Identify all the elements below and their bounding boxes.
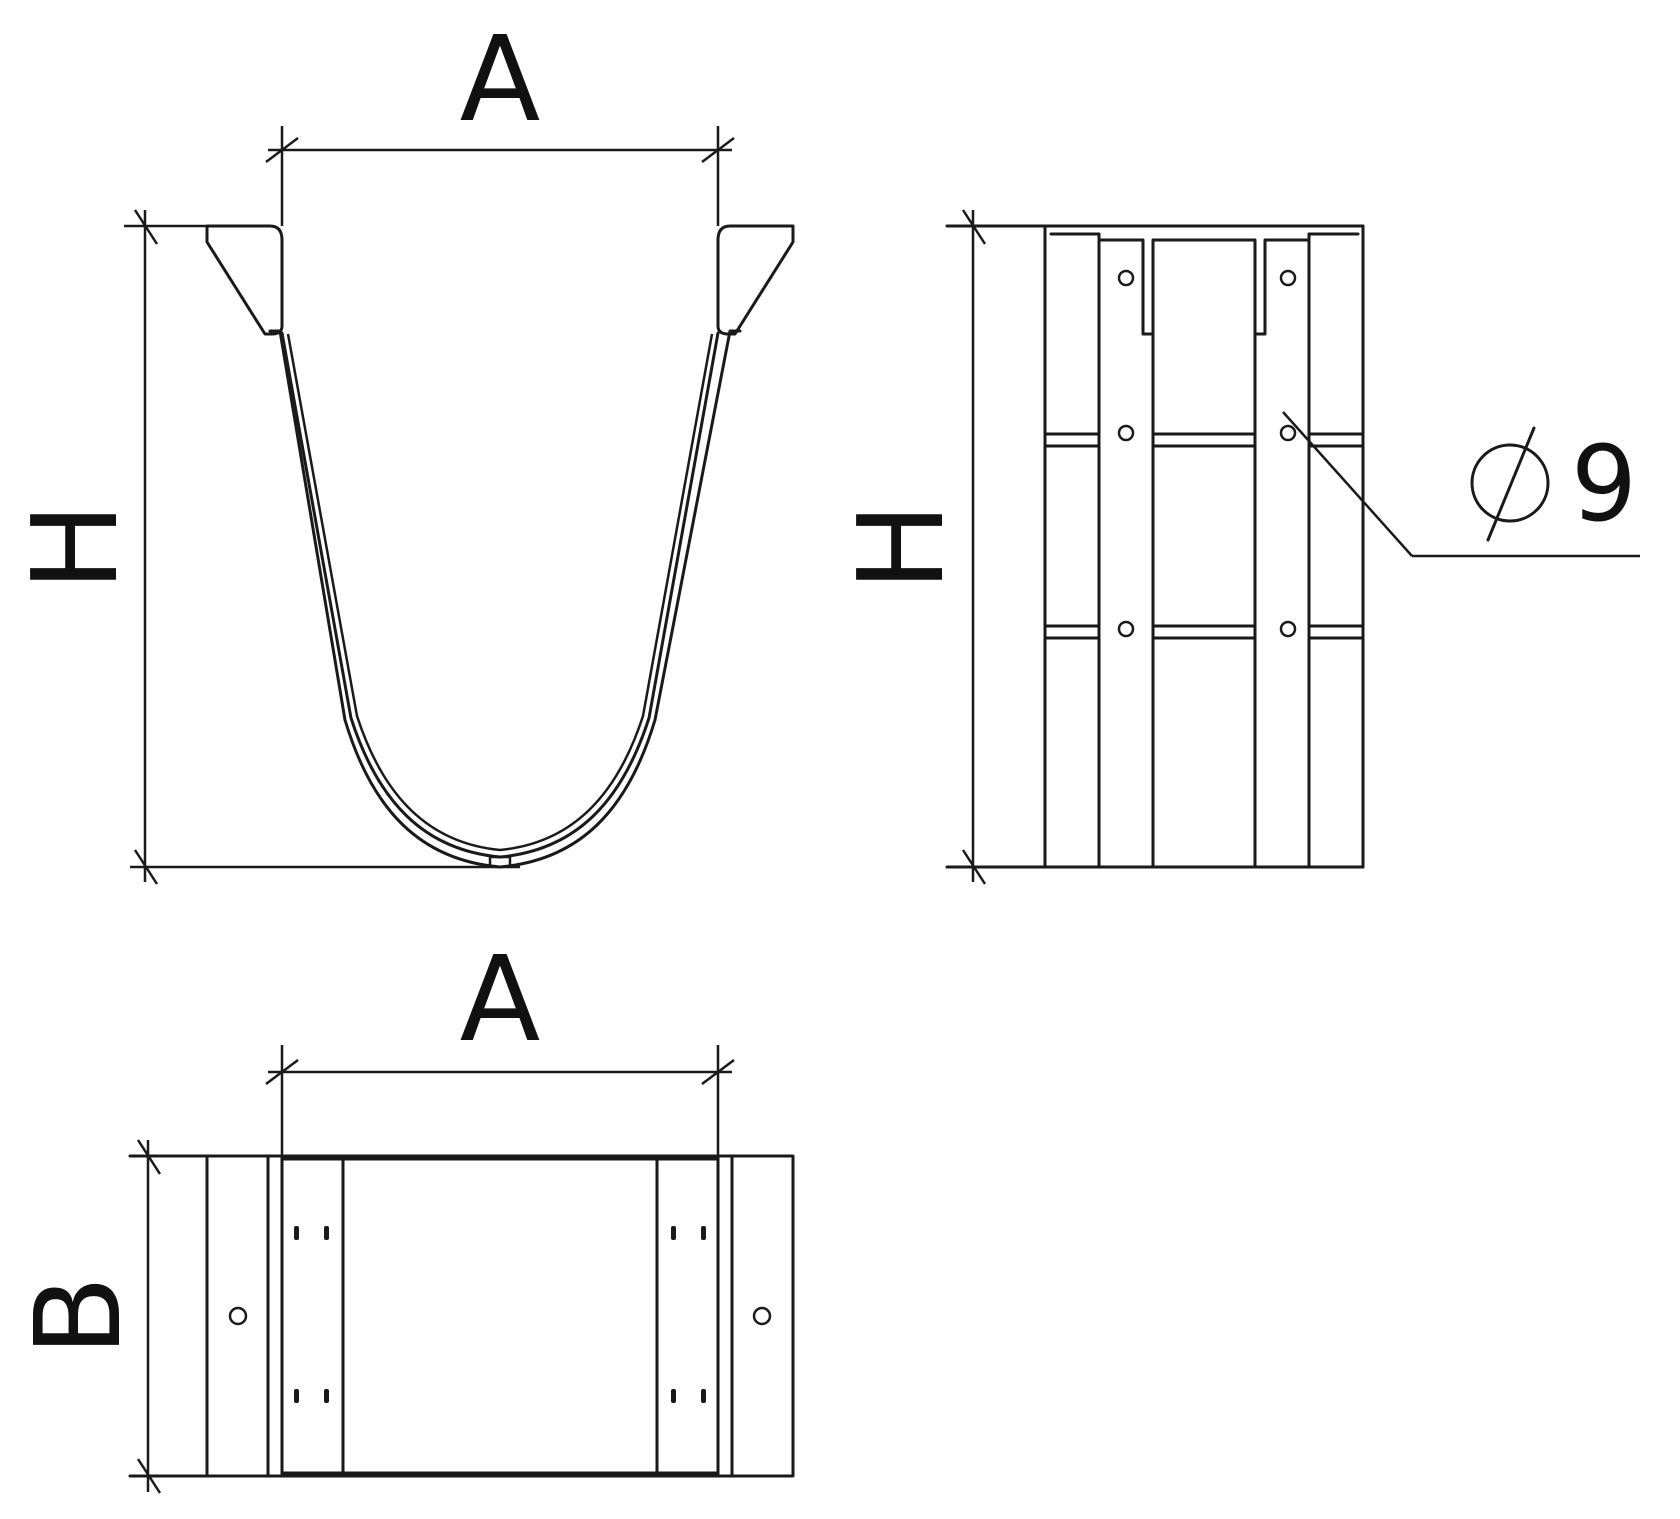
- side-top-notch: [1049, 232, 1360, 336]
- side-outline: [1043, 224, 1365, 869]
- top-dim-a-tick-right: [701, 1059, 735, 1085]
- top-slot: [294, 1389, 299, 1403]
- top-slot: [701, 1389, 706, 1403]
- top-hole: [752, 1306, 772, 1326]
- front-dim-h-tick-bottom: [133, 849, 159, 885]
- diameter-symbol-icon: [1470, 443, 1550, 523]
- side-hole: [1117, 269, 1135, 287]
- diameter-symbol-slash: [1486, 426, 1536, 542]
- top-dim-a-tick-left: [265, 1059, 299, 1085]
- top-hole: [228, 1306, 248, 1326]
- front-height-label: H: [6, 503, 144, 592]
- front-left-flange: [205, 224, 284, 336]
- side-hole: [1117, 424, 1135, 442]
- side-hole: [1279, 620, 1297, 638]
- side-dim-h-tick-top: [961, 209, 987, 245]
- top-outline: [205, 1154, 795, 1478]
- top-slot: [324, 1389, 329, 1403]
- top-slot: [324, 1226, 329, 1240]
- front-profile-inner-2: [286, 333, 714, 852]
- front-width-label: A: [460, 10, 541, 148]
- top-slot: [671, 1389, 676, 1403]
- top-slot: [701, 1226, 706, 1240]
- top-slot: [294, 1226, 299, 1240]
- top-slot: [671, 1226, 676, 1240]
- front-dim-a-tick-left: [265, 137, 299, 163]
- diameter-value: 9: [1571, 423, 1637, 545]
- side-hole: [1279, 269, 1297, 287]
- front-dim-h-tick-top: [133, 209, 159, 245]
- diameter-leader: [1282, 411, 1413, 557]
- side-hole-dimensioned: [1279, 424, 1297, 442]
- front-profile-inner: [280, 331, 720, 859]
- front-bottom-slot: [488, 855, 512, 867]
- side-dim-h-tick-bottom: [961, 849, 987, 885]
- front-right-flange: [716, 224, 795, 336]
- side-height-label: H: [832, 503, 970, 592]
- top-depth-label: B: [9, 1276, 147, 1357]
- side-view: 9 H: [832, 209, 1640, 885]
- front-dim-a-tick-right: [701, 137, 735, 163]
- top-view: A B: [9, 930, 795, 1494]
- top-dim-b-tick-top: [136, 1139, 162, 1175]
- side-hole: [1117, 620, 1135, 638]
- top-dim-b-tick-bottom: [136, 1458, 162, 1494]
- top-width-label: A: [460, 930, 541, 1068]
- front-view: A H: [6, 10, 795, 885]
